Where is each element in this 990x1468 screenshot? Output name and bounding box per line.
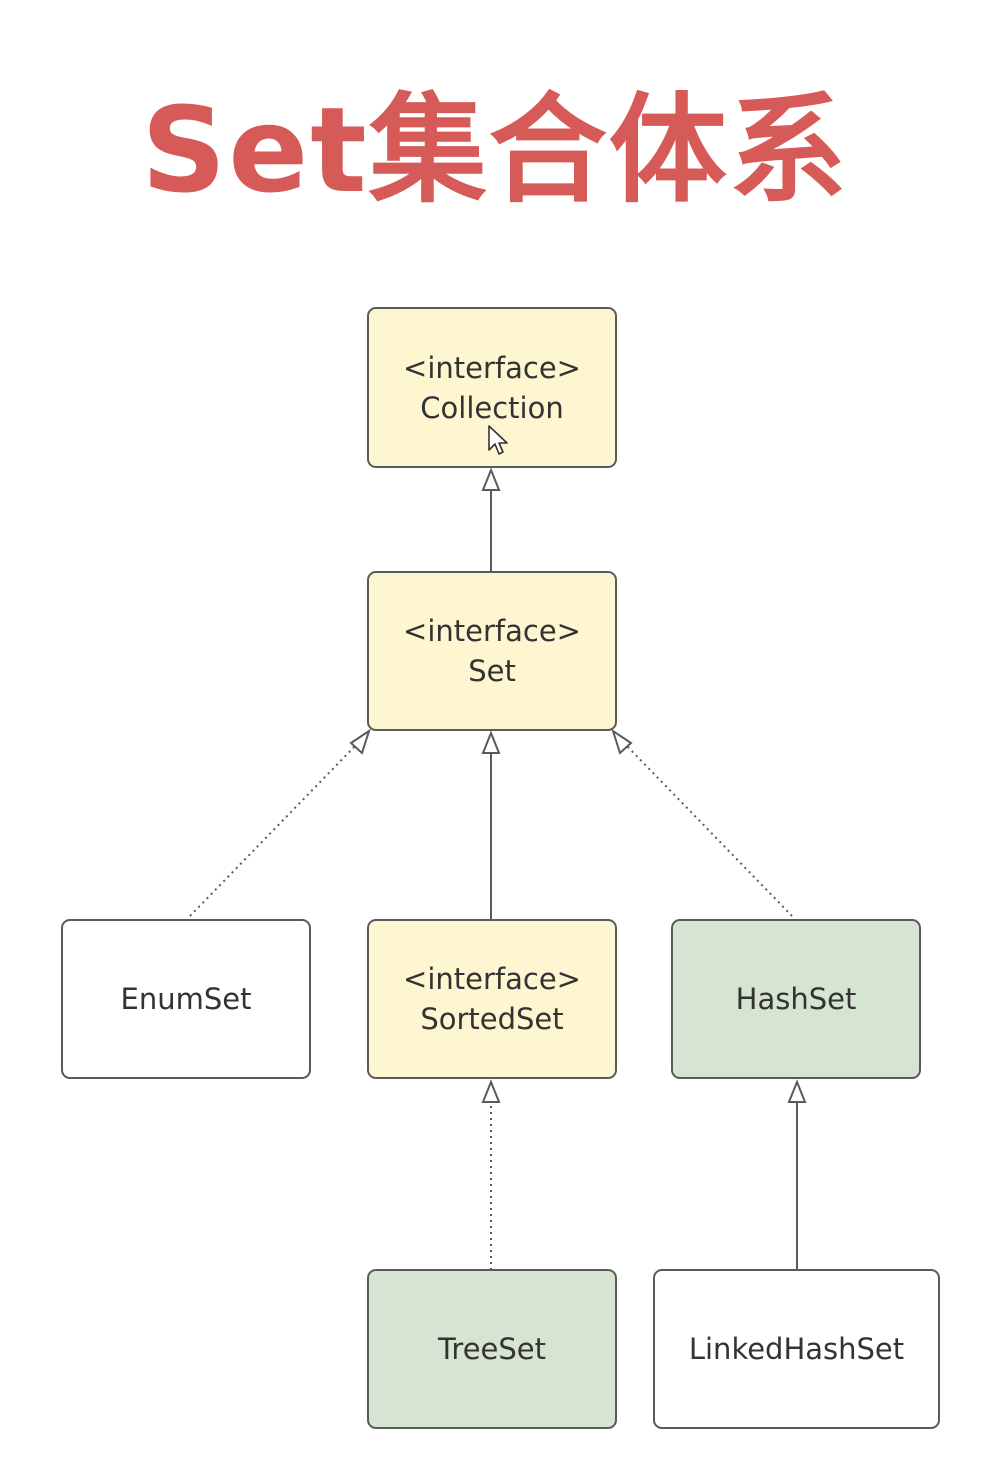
- treeset-node: TreeSet: [367, 1269, 617, 1429]
- diagram-title: Set集合体系: [141, 81, 849, 219]
- edge-enumset-set: [189, 742, 359, 917]
- collection-stereotype: <interface>: [403, 350, 581, 385]
- sortedset-stereotype: <interface>: [403, 962, 581, 996]
- set-label: Set: [468, 654, 516, 688]
- sortedset-label: SortedSet: [420, 1002, 564, 1036]
- edge-hashset-set: [623, 742, 793, 917]
- hashset-node: HashSet: [671, 919, 921, 1079]
- arrowhead-hashset: [787, 1079, 807, 1103]
- arrowhead-set-right: [611, 728, 633, 755]
- arrowhead-set-center: [481, 730, 501, 754]
- set-stereotype: <interface>: [403, 614, 581, 648]
- enumset-label: EnumSet: [120, 982, 252, 1016]
- arrowhead-sortedset: [481, 1079, 501, 1103]
- sortedset-node: <interface> SortedSet: [367, 919, 617, 1079]
- linkedhashset-label: LinkedHashSet: [688, 1332, 905, 1366]
- enumset-node: EnumSet: [61, 919, 311, 1079]
- mouse-pointer-icon: [488, 425, 508, 455]
- arrowhead-collection: [481, 467, 501, 491]
- collection-label: Collection: [420, 390, 564, 425]
- hashset-label: HashSet: [735, 982, 857, 1016]
- treeset-label: TreeSet: [437, 1332, 547, 1366]
- linkedhashset-node: LinkedHashSet: [653, 1269, 940, 1429]
- arrowhead-set-left: [349, 728, 371, 755]
- set-node: <interface> Set: [367, 571, 617, 731]
